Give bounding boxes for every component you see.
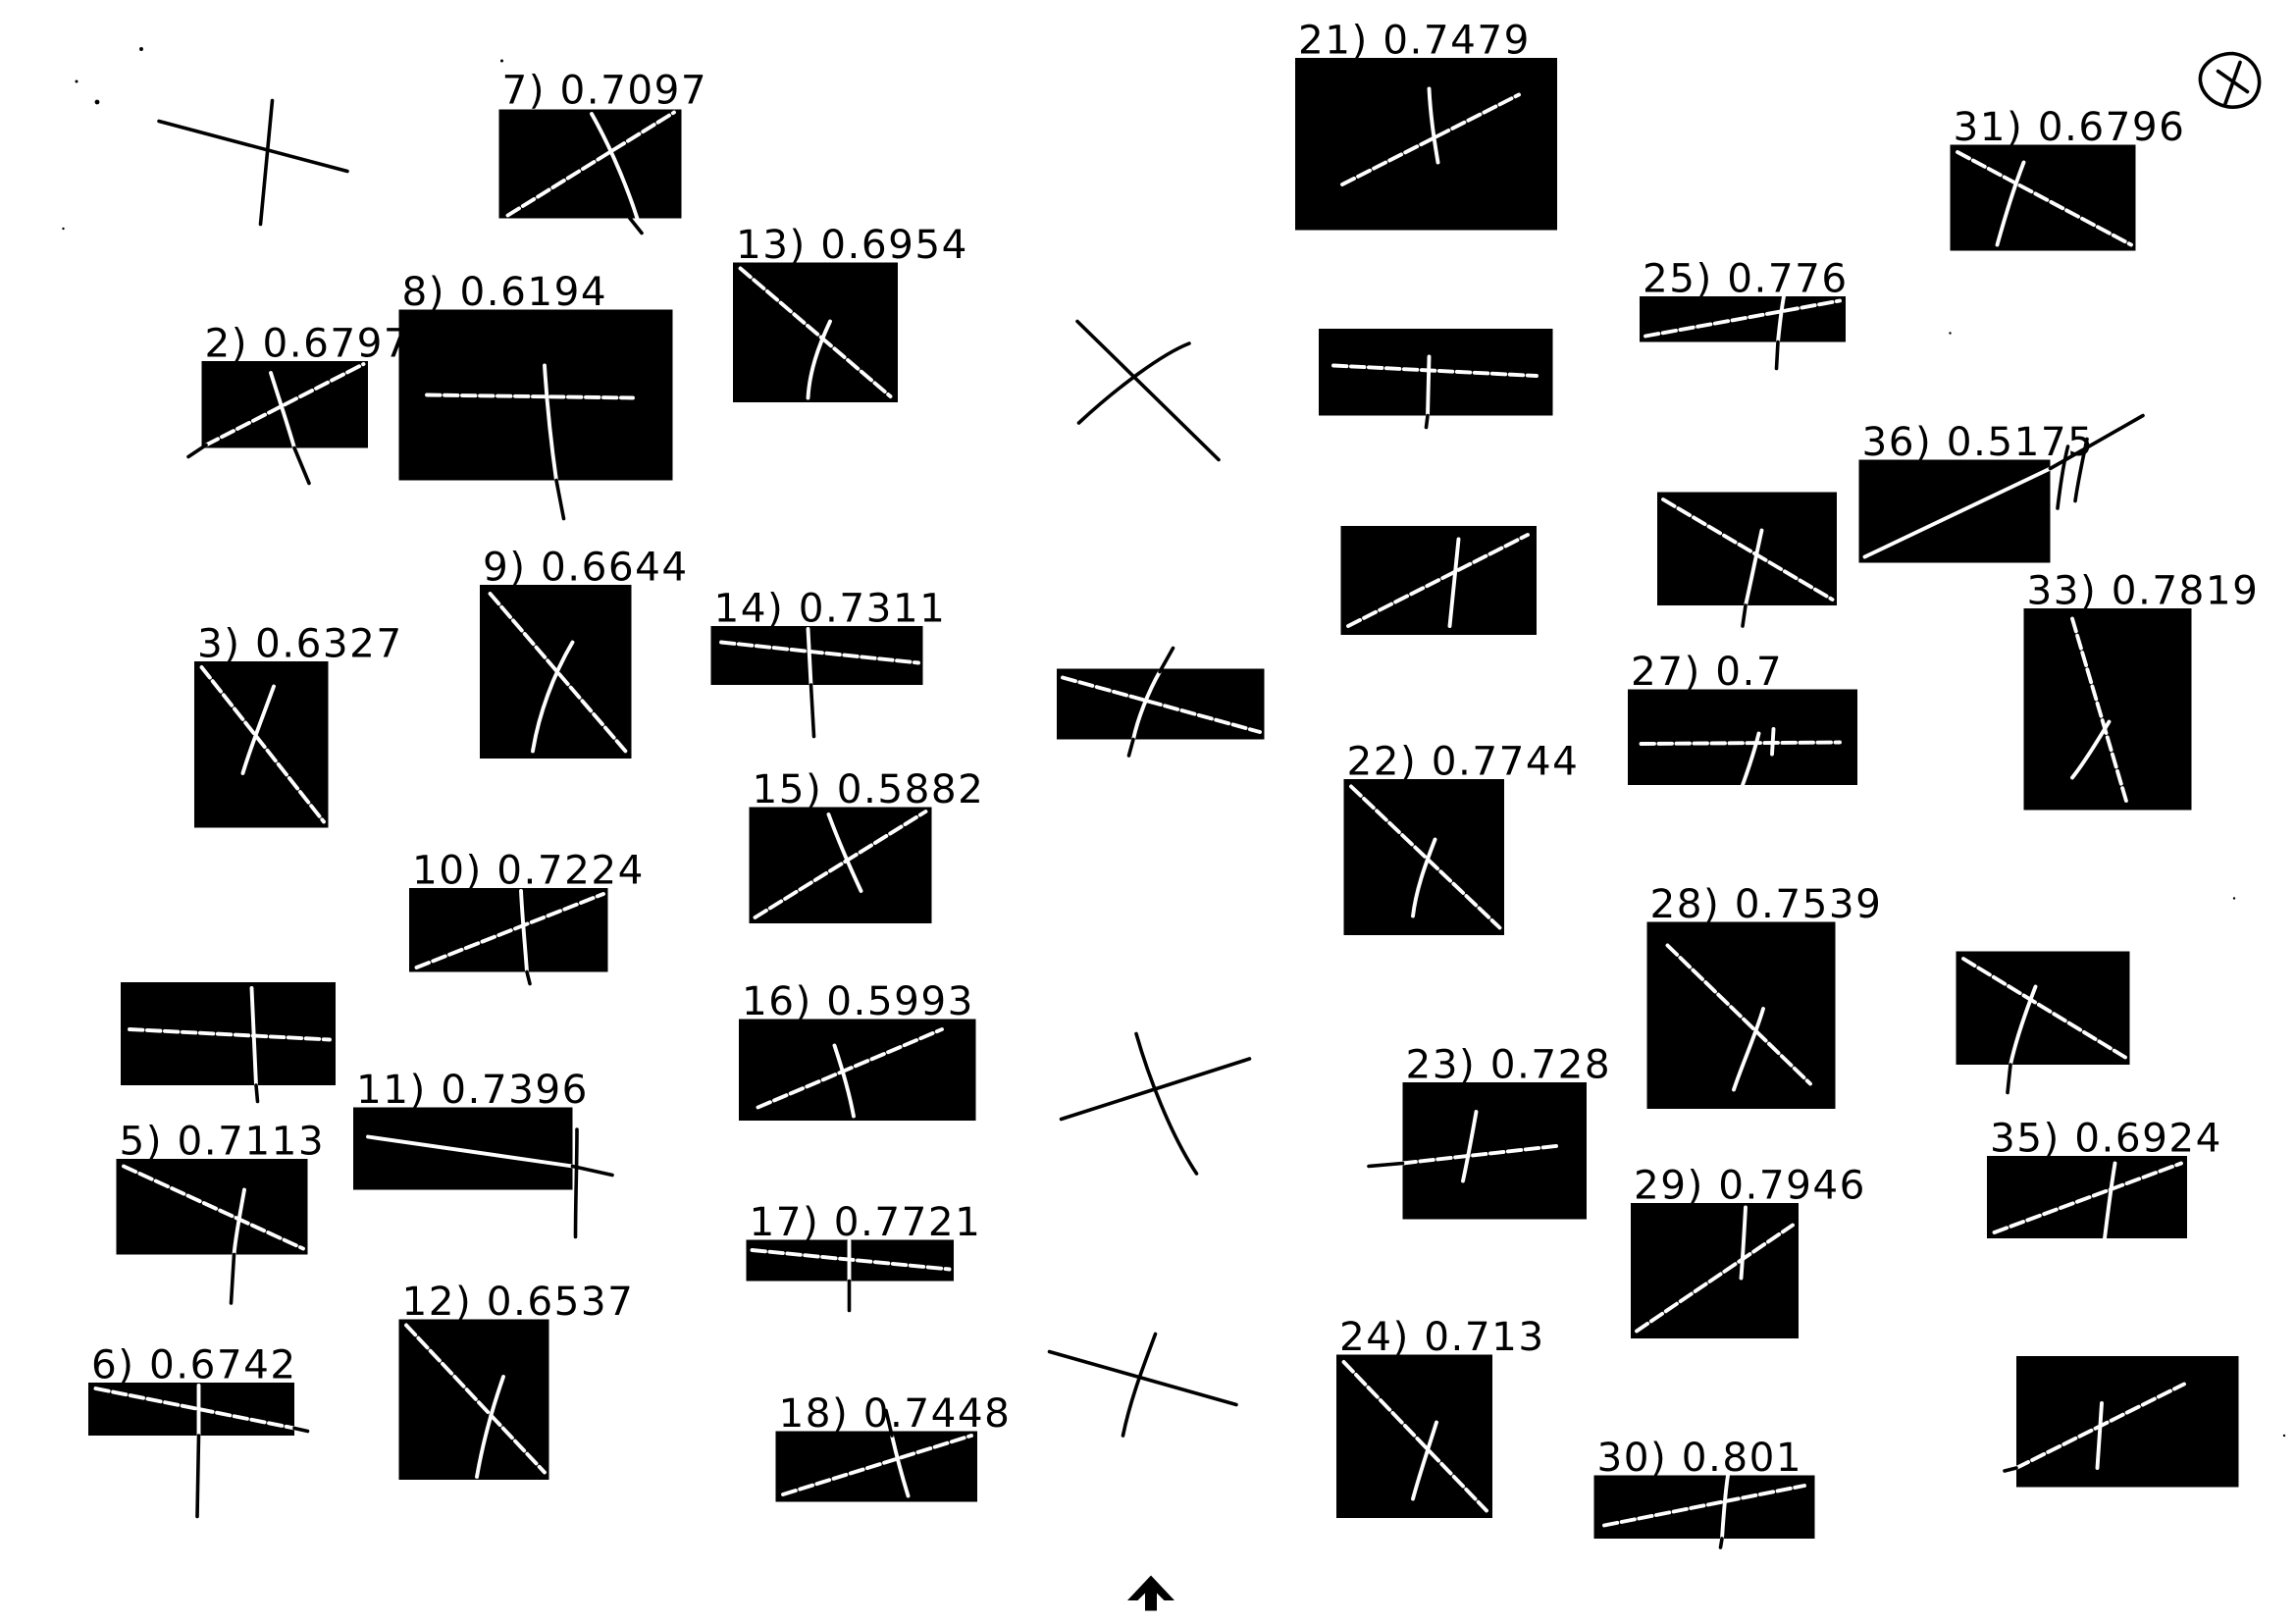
loose-cross-top-left xyxy=(94,47,349,227)
sample-label: 11) 0.7396 xyxy=(356,1066,589,1113)
sample-label: 33) 0.7819 xyxy=(2027,567,2260,614)
sample-6: 6) 0.6742 xyxy=(88,1341,310,1519)
sample-23: 23) 0.728 xyxy=(1367,1041,1612,1220)
sample-label: 24) 0.713 xyxy=(1339,1313,1545,1360)
sample-label: 18) 0.7448 xyxy=(779,1389,1012,1437)
ink-specks xyxy=(62,59,2286,1438)
sample-18: 18) 0.7448 xyxy=(775,1389,1012,1502)
sample-label: 3) 0.6327 xyxy=(197,620,403,667)
sample-label: 21) 0.7479 xyxy=(1298,17,1531,64)
sample-label: 27) 0.7 xyxy=(1631,648,1783,695)
sample-unlabeled-mid xyxy=(1057,646,1265,758)
sample-31: 31) 0.6796 xyxy=(1950,103,2186,251)
sample-13: 13) 0.6954 xyxy=(733,221,968,402)
sample-5: 5) 0.7113 xyxy=(116,1118,326,1305)
sample-label: 25) 0.776 xyxy=(1643,255,1849,302)
sample-21: 21) 0.7479 xyxy=(1295,17,1557,231)
sample-2: 2) 0.6797 xyxy=(186,320,411,486)
sample-22: 22) 0.7744 xyxy=(1343,738,1580,935)
sample-label: 8) 0.6194 xyxy=(402,268,608,315)
sample-11: 11) 0.7396 xyxy=(353,1066,614,1239)
upward-arrow-icon xyxy=(1127,1575,1174,1611)
sample-label: 2) 0.6797 xyxy=(205,320,411,367)
sample-label: 28) 0.7539 xyxy=(1650,880,1883,927)
sample-label: 15) 0.5882 xyxy=(753,765,985,812)
sample-9: 9) 0.6644 xyxy=(480,544,689,759)
sample-label: 6) 0.6742 xyxy=(91,1341,297,1388)
sample-36: 36) 0.5175 xyxy=(1858,413,2145,563)
sample-label: 12) 0.6537 xyxy=(402,1278,635,1325)
sample-unlabeled-d xyxy=(1956,951,2130,1095)
sample-unlabeled-e xyxy=(2003,1356,2239,1488)
sample-25: 25) 0.776 xyxy=(1640,255,1849,371)
loose-cross-mid-lower xyxy=(1059,1031,1252,1176)
sample-15: 15) 0.5882 xyxy=(749,765,985,923)
sample-16: 16) 0.5993 xyxy=(739,977,976,1121)
sample-unlabeled-b xyxy=(1657,492,1837,628)
sample-label: 9) 0.6644 xyxy=(483,544,689,591)
sample-17: 17) 0.7721 xyxy=(746,1198,982,1313)
circled-x-mark xyxy=(2198,51,2262,109)
sample-35: 35) 0.6924 xyxy=(1987,1115,2222,1240)
loose-cross-mid-top xyxy=(1075,319,1221,462)
sample-12: 12) 0.6537 xyxy=(398,1278,635,1480)
sample-label: 36) 0.5175 xyxy=(1862,418,2095,465)
sample-label: 31) 0.6796 xyxy=(1954,103,2186,150)
sample-label: 23) 0.728 xyxy=(1406,1041,1612,1088)
sample-3: 3) 0.6327 xyxy=(194,620,403,828)
sample-label: 5) 0.7113 xyxy=(120,1118,326,1165)
sample-33: 33) 0.7819 xyxy=(2023,567,2260,811)
sample-29: 29) 0.7946 xyxy=(1631,1162,1866,1338)
sample-label: 10) 0.7224 xyxy=(412,847,645,894)
sample-unlabeled-a xyxy=(1319,329,1553,430)
sample-30: 30) 0.801 xyxy=(1593,1434,1815,1549)
sample-7: 7) 0.7097 xyxy=(498,67,708,236)
sample-8: 8) 0.6194 xyxy=(398,268,673,521)
sample-label: 22) 0.7744 xyxy=(1347,738,1580,785)
sample-label: 35) 0.6924 xyxy=(1990,1115,2222,1162)
sample-label: 17) 0.7721 xyxy=(750,1198,982,1245)
sample-label: 14) 0.7311 xyxy=(714,585,947,632)
sample-label: 16) 0.5993 xyxy=(742,977,974,1024)
loose-cross-bottom xyxy=(1047,1332,1238,1438)
sample-label: 7) 0.7097 xyxy=(502,67,708,114)
sample-unlabeled-left xyxy=(121,982,336,1104)
sample-label: 13) 0.6954 xyxy=(736,221,968,268)
sample-label: 30) 0.801 xyxy=(1597,1434,1803,1481)
sample-label: 29) 0.7946 xyxy=(1634,1162,1866,1209)
sample-unlabeled-c xyxy=(1340,526,1537,635)
sample-14: 14) 0.7311 xyxy=(710,585,947,739)
sample-27: 27) 0.7 xyxy=(1628,648,1857,787)
sample-10: 10) 0.7224 xyxy=(409,847,645,986)
sample-28: 28) 0.7539 xyxy=(1646,880,1883,1109)
sample-24: 24) 0.713 xyxy=(1336,1313,1545,1518)
